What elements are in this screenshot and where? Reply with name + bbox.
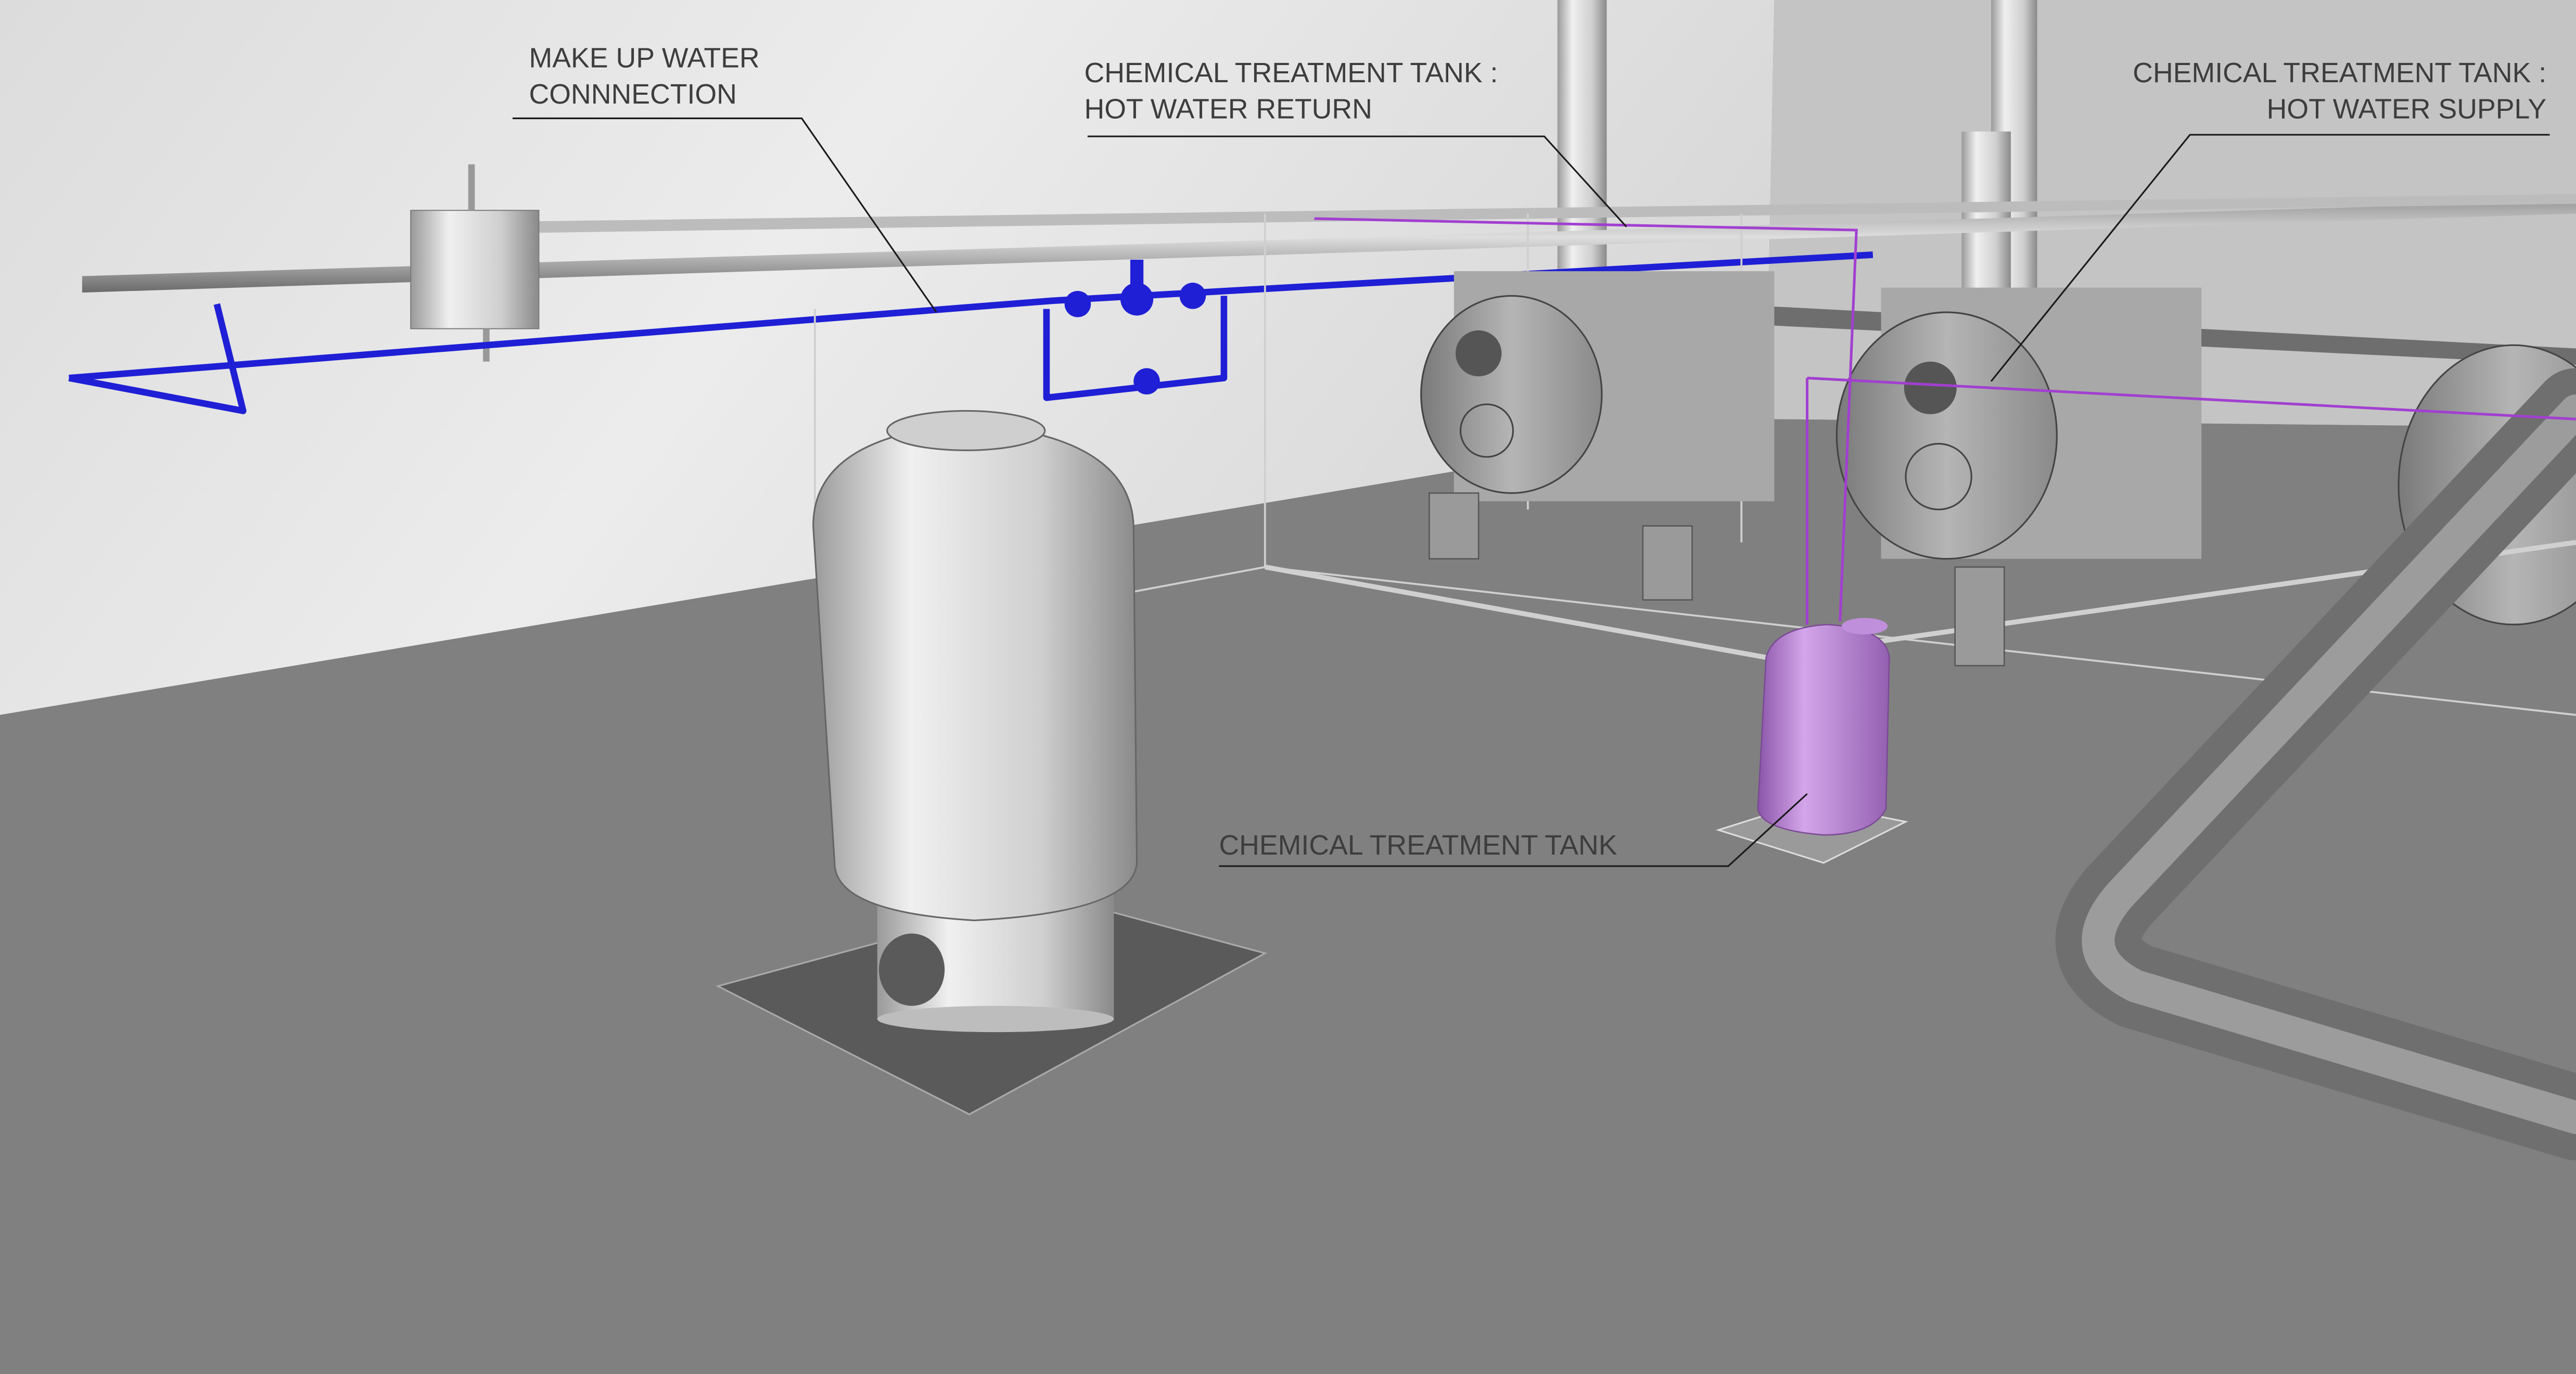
chemical-treatment-tank: [1715, 618, 1908, 864]
label-line: HOT WATER SUPPLY: [2267, 93, 2547, 124]
label-line: CHEMICAL TREATMENT TANK :: [1085, 57, 1498, 88]
make-up-water-pipe: [68, 251, 1873, 414]
label-line: HOT WATER RETURN: [1085, 93, 1372, 124]
chemical-lines: [1314, 217, 2576, 625]
header-pipe: [493, 194, 2576, 234]
label-hot-water-supply: CHEMICAL TREATMENT TANK : HOT WATER SUPP…: [1990, 57, 2550, 382]
expansion-tank: [716, 410, 1268, 1115]
label-line: CHEMICAL TREATMENT TANK: [1219, 830, 1617, 861]
label-line: MAKE UP WATER: [529, 42, 760, 73]
back-wall: [0, 0, 1775, 715]
pumps: [1429, 492, 2005, 667]
label-make-up-water: MAKE UP WATER CONNNECTION: [512, 42, 937, 313]
label-hot-water-return: CHEMICAL TREATMENT TANK : HOT WATER RETU…: [1085, 57, 1627, 227]
label-line: CONNNECTION: [529, 79, 737, 110]
valve-assembly: [1064, 259, 1206, 395]
boiler: [1835, 287, 2202, 560]
main-foreground-pipe: [2055, 368, 2576, 1161]
boiler: [1420, 271, 1775, 502]
header-pipe: [82, 200, 2576, 293]
air-separator: [410, 210, 540, 329]
label-chemical-tank: CHEMICAL TREATMENT TANK: [1219, 793, 1808, 867]
floor: [0, 419, 2576, 1374]
label-line: CHEMICAL TREATMENT TANK :: [2133, 57, 2546, 88]
